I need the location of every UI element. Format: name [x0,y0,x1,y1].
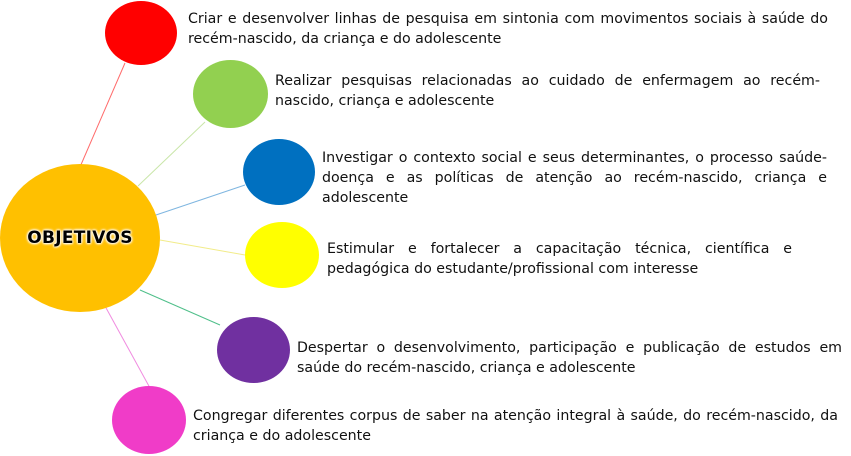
objective-4-circle [245,222,319,288]
connector-6 [104,305,151,389]
connector-4 [159,239,246,256]
connector-1 [79,62,126,168]
connector-3 [155,184,246,216]
objective-2-text: Realizar pesquisas relacionadas ao cuida… [275,73,820,109]
objective-6-text: Congregar diferentes corpus de saber na … [193,408,838,444]
connector-2 [137,121,206,187]
connector-5 [139,289,221,326]
objective-6-circle [112,386,186,454]
objective-1-text: Criar e desenvolver linhas de pesquisa e… [188,11,828,47]
objective-1-circle [105,1,177,65]
objectives-center-circle: OBJETIVOS [0,164,160,312]
objective-2-circle [193,60,268,128]
objective-4-text: Estimular e fortalecer a capacitação téc… [327,241,792,277]
objective-3-text: Investigar o contexto social e seus dete… [322,150,827,206]
objective-5-text: Despertar o desenvolvimento, participaçã… [297,340,842,376]
objective-3-circle [243,139,315,205]
objective-5-circle [217,317,290,383]
center-label: OBJETIVOS [27,228,133,248]
